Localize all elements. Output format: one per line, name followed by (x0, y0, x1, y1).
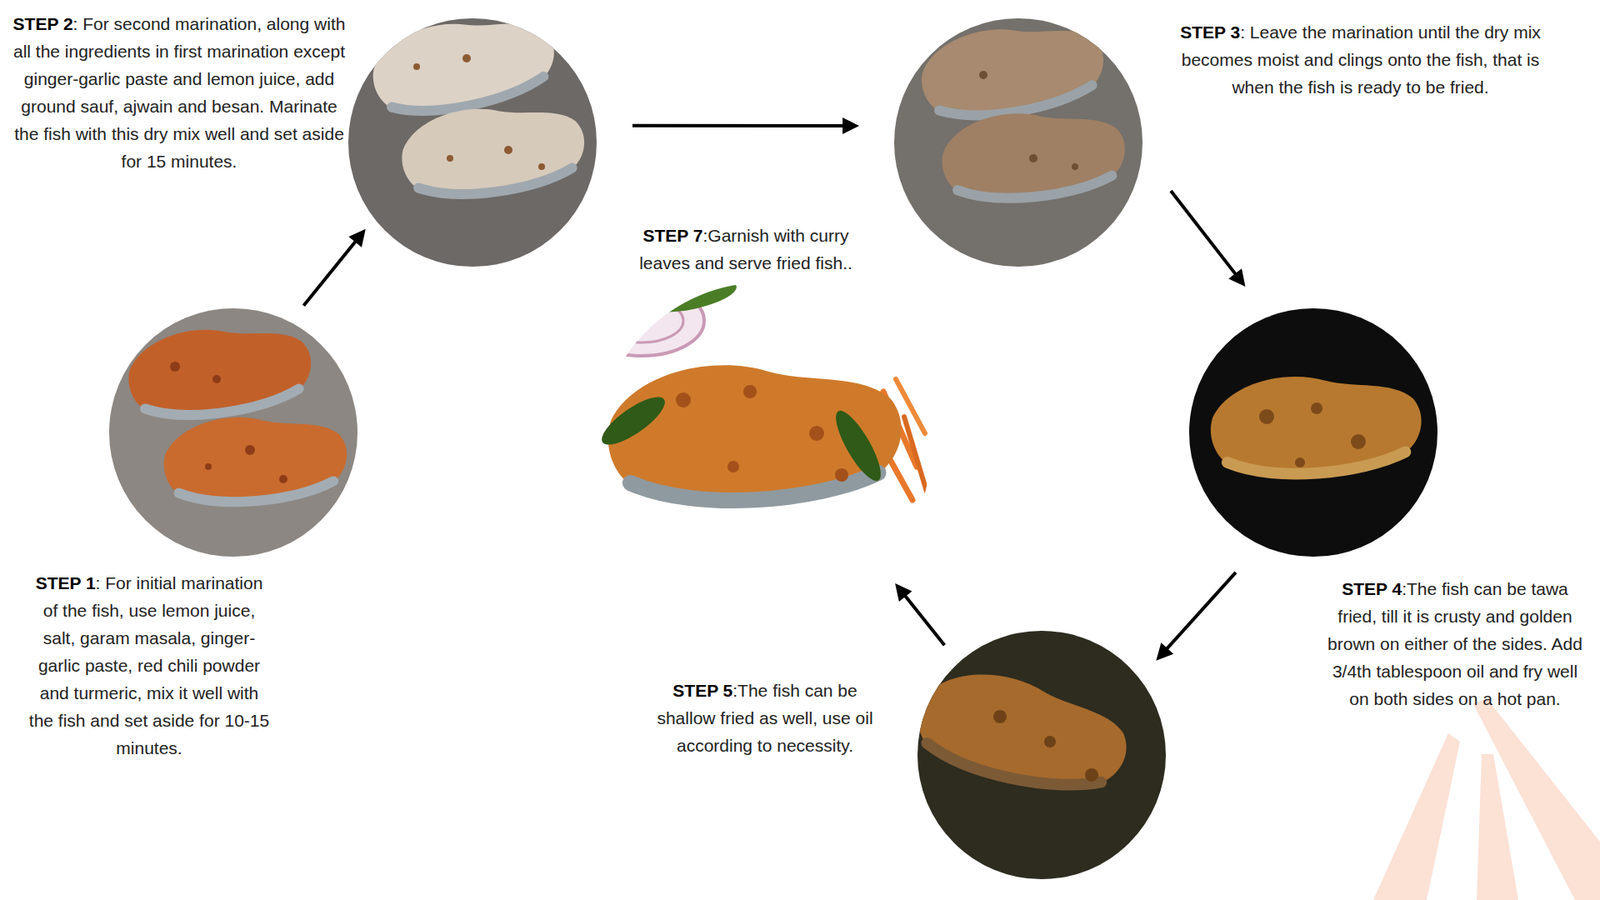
spice-speck (462, 54, 471, 63)
arrow-head (895, 583, 912, 602)
step-heading: STEP 1 (35, 573, 96, 593)
flow-arrow (895, 583, 945, 645)
crust-speck (1310, 402, 1323, 415)
fish-skin (418, 166, 575, 203)
fish-skin (923, 743, 1101, 797)
step-circle: STEP 3: Leave the marination until the d… (894, 18, 1143, 267)
spice-speck (538, 163, 545, 170)
spice-speck (1029, 154, 1038, 163)
crust-speck (809, 425, 825, 441)
flow-arrow (303, 229, 365, 306)
crust-speck (743, 385, 757, 399)
curry-leaf (595, 389, 672, 453)
photo-served-fish (579, 273, 931, 616)
flow-arrow (1170, 190, 1245, 287)
decor-ray (1373, 733, 1460, 900)
arrow-head (1228, 268, 1245, 287)
crust-speck (1350, 434, 1366, 450)
step-text: STEP 7:Garnish with curry leaves and ser… (620, 221, 871, 277)
step-heading: STEP 2 (13, 14, 74, 34)
photo-tawa-fried-fish (1189, 308, 1438, 557)
fish-steak (604, 355, 905, 511)
step-heading: STEP 3 (1180, 22, 1240, 42)
arrow-line (1170, 190, 1236, 275)
crust-speck (993, 710, 1007, 724)
flow-arrow (632, 117, 860, 135)
onion-slice (579, 285, 705, 356)
fish-steak (365, 2, 563, 126)
fish-steak (122, 315, 317, 428)
fish-steak (1207, 367, 1425, 483)
step-heading: STEP 5 (672, 680, 733, 700)
crust-speck (1259, 409, 1275, 425)
spice-speck (446, 155, 454, 162)
arrow-head (842, 117, 860, 135)
spice-speck (1071, 163, 1079, 170)
step-text: STEP 5:The fish can be shallow fried as … (643, 676, 887, 760)
flow-arrow (1155, 572, 1236, 661)
step-text: STEP 3: Leave the marination until the d… (1166, 18, 1555, 101)
photo-moist-fish (894, 11, 1143, 267)
spice-speck (504, 145, 513, 155)
spice-speck (170, 361, 180, 372)
photo-plate (109, 308, 358, 557)
step-heading: STEP 4 (1341, 579, 1402, 599)
arrow-line (904, 595, 945, 645)
step-circle: STEP 4:The fish can be tawa fried, till … (1189, 308, 1438, 557)
fish-skin (1227, 450, 1407, 480)
photo-pan (1189, 308, 1438, 557)
curry-leaf (828, 405, 889, 486)
step-text: STEP 2: For second marination, along wit… (11, 10, 347, 175)
curry-leaf (644, 273, 740, 319)
spice-speck (279, 475, 288, 484)
step-body: : For initial marination of the fish, us… (29, 573, 270, 758)
crust-speck (1044, 735, 1056, 748)
crust-speck (675, 392, 691, 408)
decor-ray (1473, 698, 1600, 900)
step-circle: STEP 7:Garnish with curry leaves and ser… (597, 282, 931, 616)
fish-steak (915, 11, 1111, 130)
spice-speck (979, 70, 988, 80)
fish-steak (395, 94, 590, 207)
onion-slice (600, 299, 684, 343)
crust-speck (1085, 768, 1099, 782)
step-circle: STEP 5:The fish can be shallow fried as … (917, 630, 1166, 880)
arrow-head (348, 229, 365, 248)
photo-shallow-fried-fish (909, 630, 1166, 880)
fish-steak (160, 407, 350, 511)
spice-speck (413, 63, 420, 70)
crust-speck (1295, 457, 1305, 468)
spice-speck (205, 463, 212, 470)
fish-steak (937, 102, 1130, 209)
crust-speck (727, 460, 740, 473)
spice-speck (212, 375, 221, 384)
step-circle: STEP 2: For second marination, along wit… (348, 18, 597, 267)
crust-speck (835, 468, 849, 482)
fish-skin (957, 174, 1114, 205)
fish-skin (145, 387, 301, 424)
fish-skin (179, 479, 335, 508)
arrow-line (632, 124, 845, 128)
arrow-line (1165, 572, 1236, 650)
step-body: : For second marination, along with all … (13, 14, 345, 171)
spice-speck (245, 445, 255, 455)
arrow-line (303, 240, 356, 306)
photo-dry-mix-fish (348, 2, 597, 267)
photo-marinated-fish (109, 308, 358, 557)
carrot-shred (904, 416, 927, 492)
fish-steak (909, 660, 1137, 804)
step-text: STEP 4:The fish can be tawa fried, till … (1325, 575, 1585, 713)
step-heading: STEP 7 (642, 225, 703, 245)
arrow-head (1155, 642, 1174, 661)
step-body: :The fish can be tawa fried, till it is … (1327, 579, 1583, 709)
step-circle: STEP 1: For initial marination of the fi… (109, 308, 358, 557)
step-text: STEP 1: For initial marination of the fi… (27, 569, 271, 762)
